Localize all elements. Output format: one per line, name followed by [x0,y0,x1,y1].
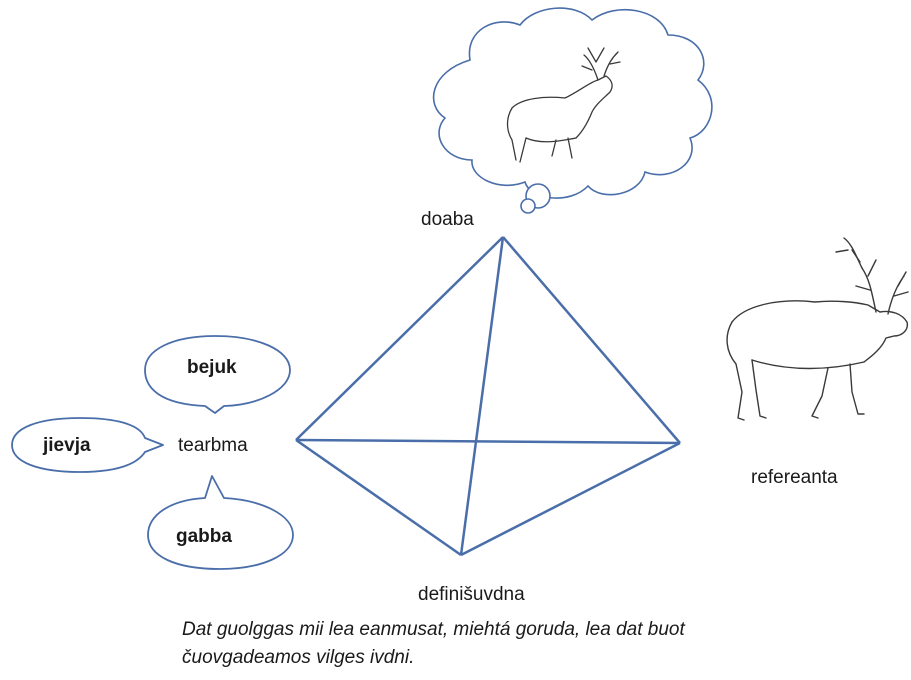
bubble-jievja-text: jievja [43,435,91,456]
reindeer-thought-sketch [506,47,621,163]
edge-top-right [502,236,681,444]
label-definisuvdna: definišuvdna [418,584,525,605]
bubble-bejuk-text: bejuk [187,357,237,378]
caption: Dat guolggas mii lea eanmusat, miehtá go… [182,616,862,672]
edge-left-bottom [295,438,462,557]
edge-right-bottom [460,441,681,557]
thought-cloud [432,7,713,214]
label-refereanta: refereanta [751,467,838,488]
speech-bubbles [11,335,294,570]
bubble-gabba-text: gabba [176,526,232,547]
edge-top-left [295,236,504,441]
caption-line-1: Dat guolggas mii lea eanmusat, miehtá go… [182,619,685,640]
bubble-left-shape [11,417,164,473]
edge-left-right [295,438,681,445]
bubble-bottom-shape [147,475,294,570]
label-doaba: doaba [421,209,474,230]
edge-top-bottom [459,236,505,556]
caption-line-2: čuovgadeamos vilges ivdni. [182,647,415,668]
bubble-top-shape [144,335,291,414]
reindeer-referent-sketch [726,237,909,421]
label-tearbma: tearbma [178,435,248,456]
pyramid [295,236,681,557]
